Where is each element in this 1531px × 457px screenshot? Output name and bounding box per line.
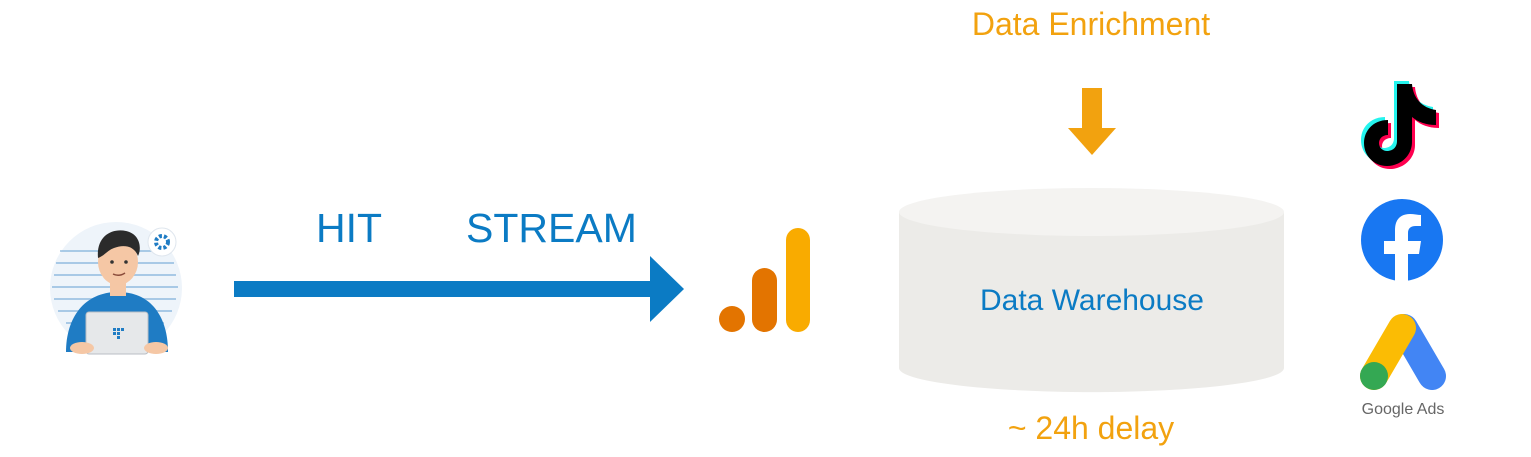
facebook-icon [1361, 199, 1443, 281]
delay-label: ~ 24h delay [1007, 410, 1175, 446]
stream-label: STREAM [466, 205, 637, 251]
enrichment-arrow [1068, 88, 1116, 155]
data-warehouse-label: Data Warehouse [979, 284, 1204, 317]
person-with-laptop-icon [50, 222, 182, 355]
hit-label: HIT [316, 205, 383, 251]
tiktok-icon [1361, 81, 1439, 169]
data-enrichment-label: Data Enrichment [971, 6, 1211, 42]
google-ads-label: Google Ads [1361, 401, 1445, 418]
google-ads-icon [1360, 314, 1446, 390]
data-warehouse-cylinder [899, 188, 1284, 393]
google-analytics-icon [719, 228, 810, 332]
stream-arrow [234, 256, 684, 322]
